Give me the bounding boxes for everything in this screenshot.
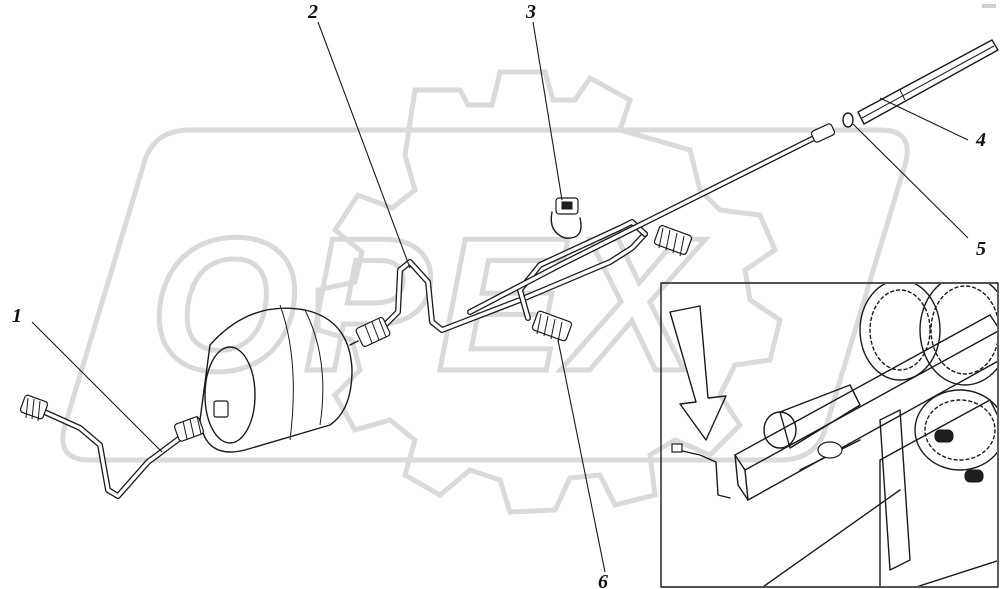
- tee-fitting: [653, 225, 693, 257]
- callout-4: 4: [975, 129, 986, 151]
- callout-6: 6: [598, 571, 608, 589]
- part-5-ring: [842, 112, 854, 128]
- pipe-1-right-fitting: [173, 415, 205, 442]
- part-3-clamp: [550, 197, 582, 239]
- down-arrow-icon: [669, 305, 727, 441]
- watermark: OPEX: [60, 69, 910, 515]
- corner-mark: [982, 4, 996, 8]
- pipe-long: [467, 123, 836, 315]
- location-inset: [660, 282, 999, 588]
- callout-2: 2: [307, 1, 318, 23]
- pipe-2: [349, 219, 648, 348]
- leader-lines: [31, 21, 969, 573]
- gear-logo-icon: [315, 69, 783, 515]
- callout-5: 5: [976, 238, 986, 260]
- callout-3: 3: [525, 1, 536, 23]
- callout-1: 1: [12, 305, 22, 327]
- pipe-2-left-fitting: [349, 316, 391, 348]
- pipe-1: [19, 394, 205, 499]
- part-6-fitting: [531, 310, 573, 343]
- pipe-1-left-fitting: [19, 394, 49, 422]
- part-4-hose: [857, 39, 999, 125]
- receiver-tank: [199, 304, 353, 453]
- callout-labels: 1 2 3 4 5 6: [12, 1, 986, 589]
